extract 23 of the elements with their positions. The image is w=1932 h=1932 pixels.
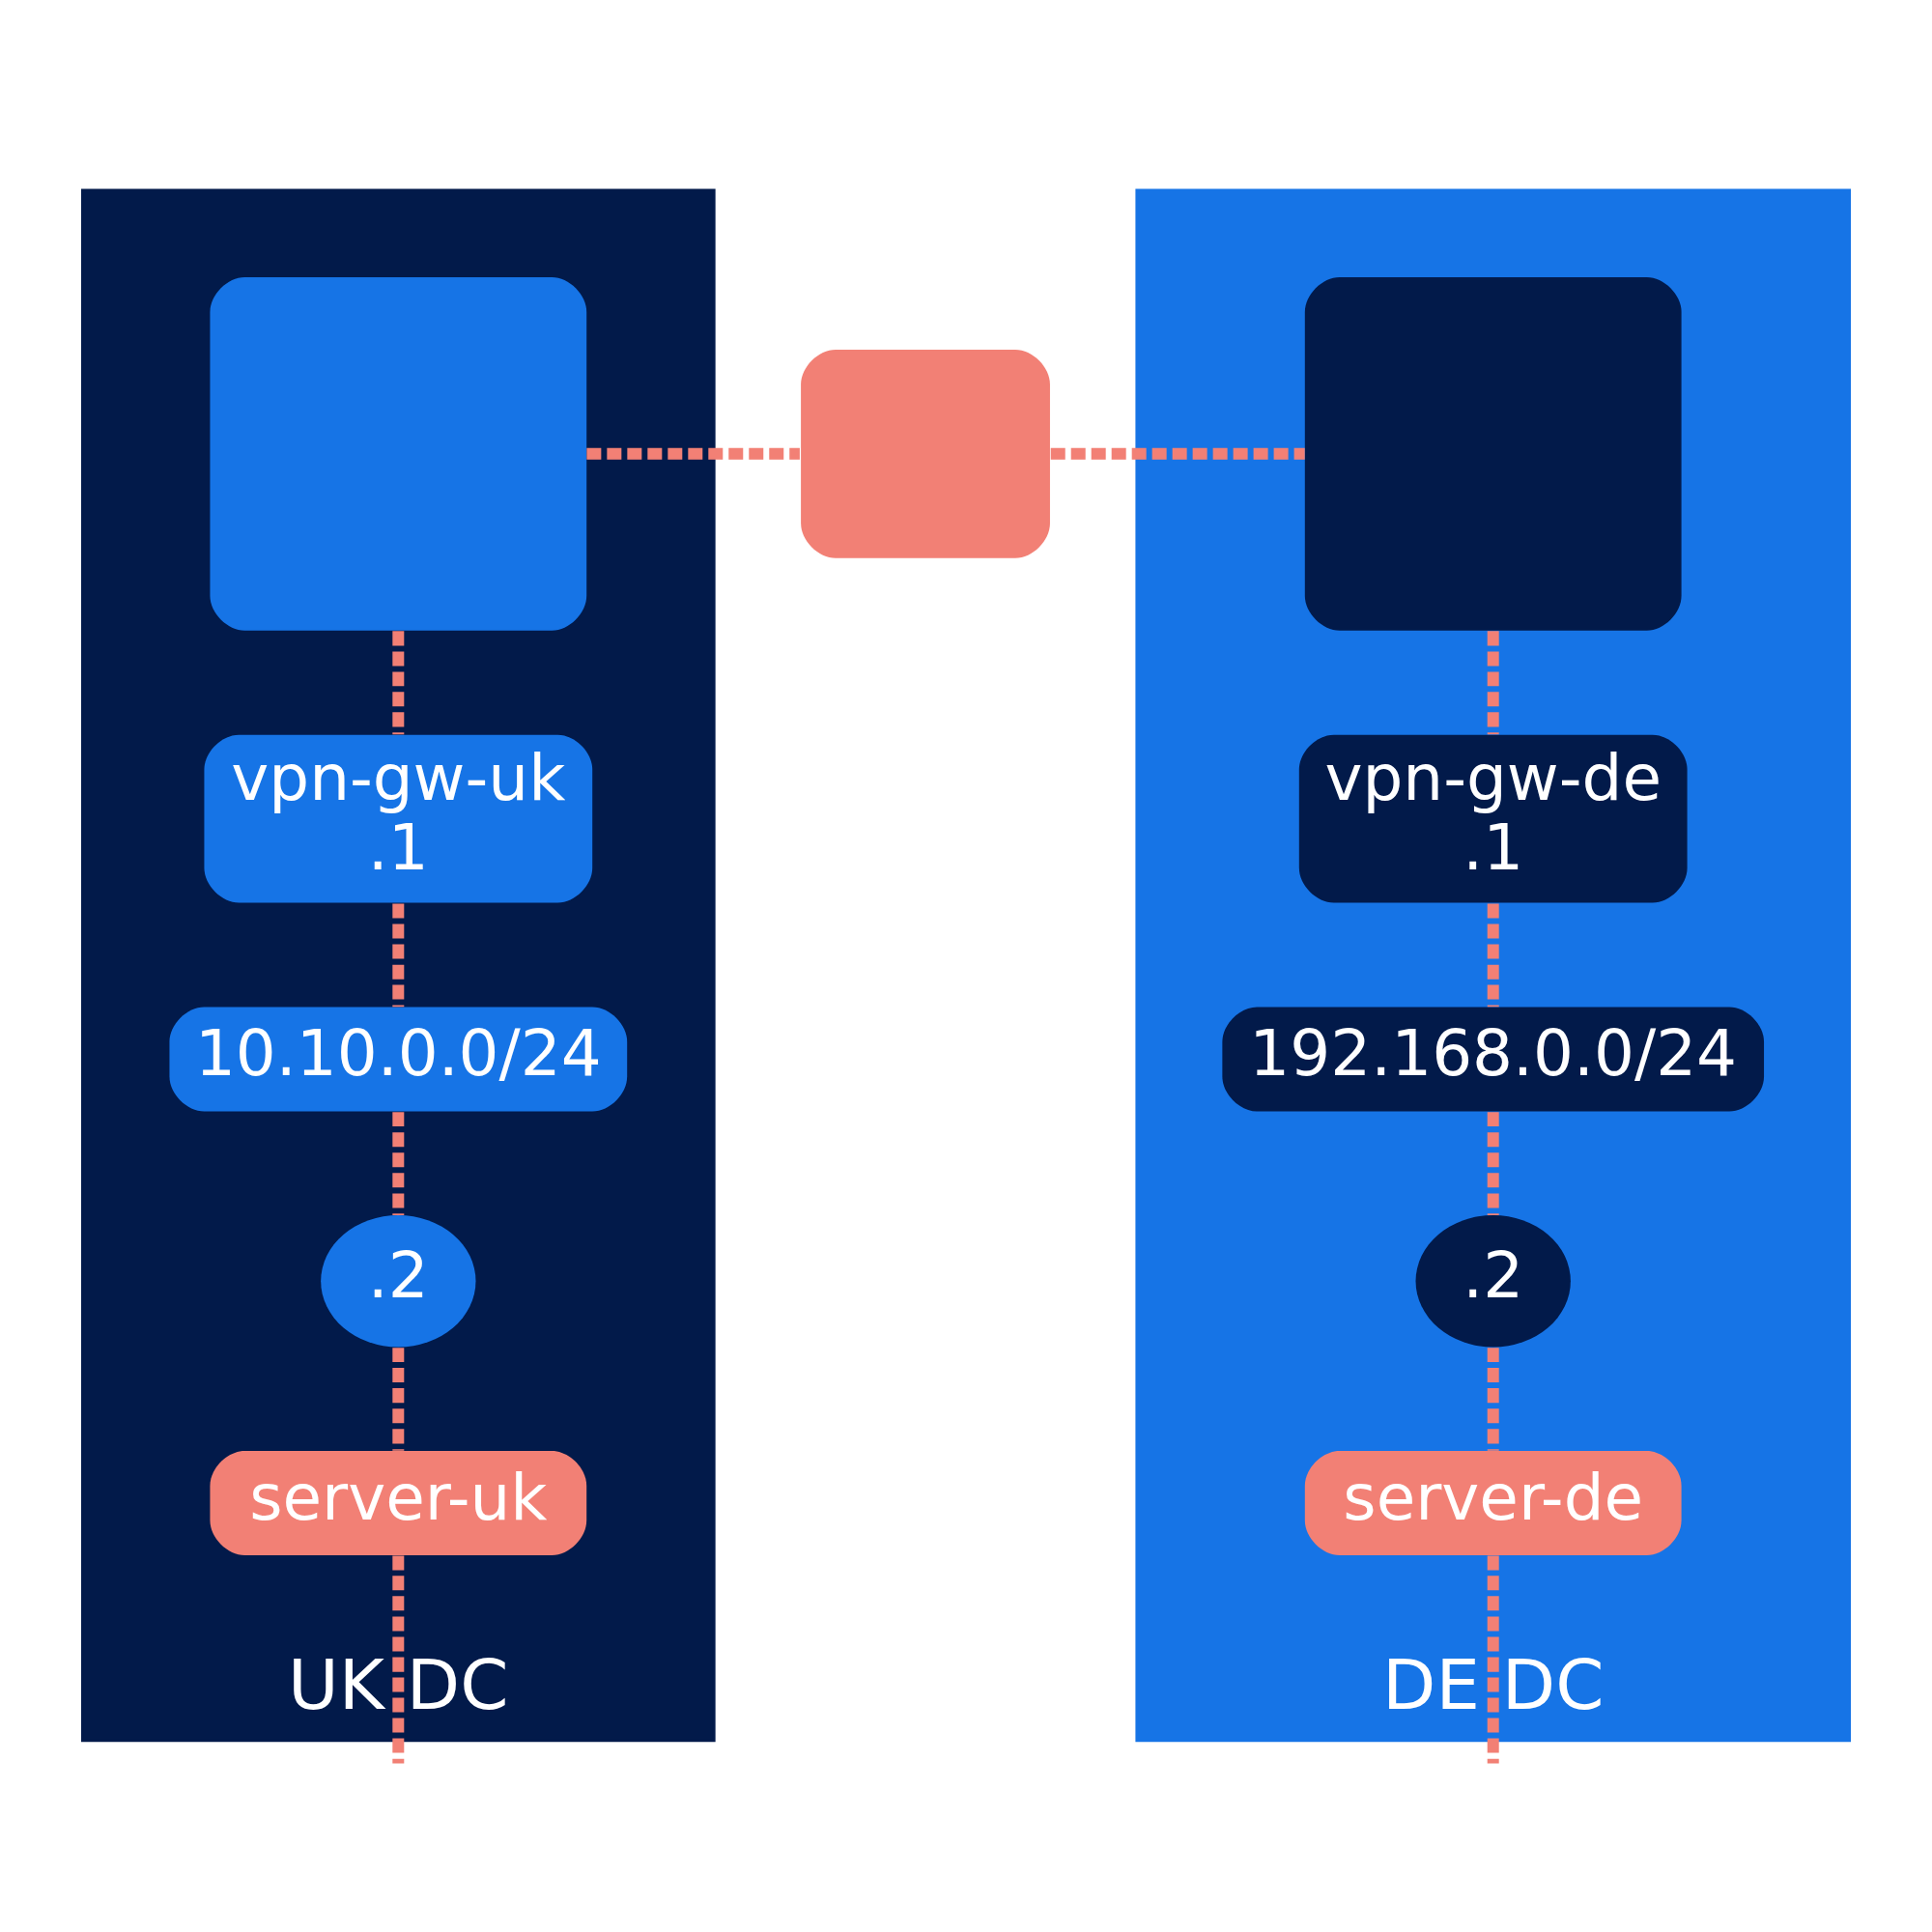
connector: [1487, 630, 1499, 734]
node-box: [210, 276, 587, 631]
node-box: 10.10.0.0/24: [169, 1007, 628, 1111]
connector: [1487, 1554, 1499, 1763]
connector: [392, 630, 405, 734]
node-box: [1304, 276, 1682, 631]
node-ellipse: .2: [1415, 1214, 1571, 1347]
connector: [1487, 1111, 1499, 1215]
node-box: 192.168.0.0/24: [1222, 1007, 1765, 1111]
connector: [392, 1347, 405, 1451]
connector: [1487, 1347, 1499, 1451]
node-box: [801, 349, 1050, 558]
connector: [392, 1554, 405, 1763]
node-box: server-de: [1304, 1450, 1682, 1555]
connector: [1487, 903, 1499, 1007]
connector: [1050, 447, 1305, 460]
node-ellipse: .2: [321, 1214, 476, 1347]
connector: [586, 447, 800, 460]
node-box: vpn-gw-de .1: [1298, 734, 1688, 903]
node-box: vpn-gw-uk .1: [204, 734, 593, 903]
node-box: server-uk: [210, 1450, 587, 1555]
connector: [392, 1111, 405, 1215]
connector: [392, 903, 405, 1007]
